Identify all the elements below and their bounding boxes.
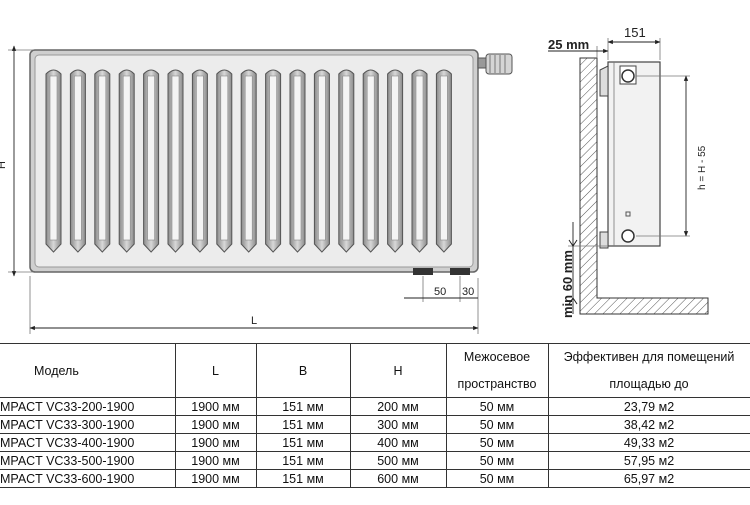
radiator-fin-inner <box>196 75 204 241</box>
radiator-fin-inner <box>342 75 351 241</box>
radiator-fin-inner <box>318 75 326 241</box>
bottom-connection-left <box>413 268 433 275</box>
cell-area: 57,95 м2 <box>547 451 750 470</box>
cell-depth: 151 мм <box>255 433 351 452</box>
cell-length: 1900 мм <box>174 433 257 452</box>
cell-length: 1900 мм <box>174 451 257 470</box>
wall-gap-label: 25 mm <box>548 37 589 52</box>
header-area-line1: Эффективен для помещений <box>547 343 750 370</box>
cell-model: MPACT VC33-200-1900 <box>0 397 176 416</box>
technical-drawing: H L 50 30 151 25 mm <box>0 25 709 334</box>
cell-area: 65,97 м2 <box>547 469 750 488</box>
top-pipe-icon <box>621 69 635 83</box>
table-row: MPACT VC33-500-1900 1900 мм 151 мм 500 м… <box>0 451 750 470</box>
header-model: Модель <box>0 343 176 398</box>
cell-center: 50 мм <box>445 397 549 416</box>
bottom-connection-right <box>450 268 470 275</box>
thermostat-valve-icon <box>477 53 513 75</box>
radiator-fin-inner <box>293 75 302 241</box>
radiator-fin-inner <box>220 75 229 241</box>
cell-center: 50 мм <box>445 415 549 434</box>
header-length: L <box>174 343 257 398</box>
radiator-fin-inner <box>122 75 131 241</box>
cell-depth: 151 мм <box>255 451 351 470</box>
radiator-fin-inner <box>269 75 277 241</box>
cell-depth: 151 мм <box>255 415 351 434</box>
radiator-fin-inner <box>440 75 448 241</box>
radiator-front-view: H L 50 30 <box>0 45 513 334</box>
radiator-fin-inner <box>391 75 399 241</box>
cell-area: 49,33 м2 <box>547 433 750 452</box>
radiator-fin-inner <box>171 75 180 241</box>
table-row: MPACT VC33-600-1900 1900 мм 151 мм 600 м… <box>0 469 750 488</box>
radiator-fin-inner <box>366 75 375 241</box>
cell-height: 400 мм <box>349 433 447 452</box>
wall-bracket <box>599 65 609 97</box>
radiator-fin-inner <box>98 75 107 241</box>
dim-50-label: 50 <box>434 286 446 298</box>
floor-gap-label: min 60 mm <box>560 250 575 318</box>
height-label: H <box>0 161 8 169</box>
cell-depth: 151 мм <box>255 397 351 416</box>
cell-model: MPACT VC33-300-1900 <box>0 415 176 434</box>
cell-length: 1900 мм <box>174 415 257 434</box>
radiator-fin-inner <box>244 75 253 241</box>
cell-model: MPACT VC33-500-1900 <box>0 451 176 470</box>
cell-area: 38,42 м2 <box>547 415 750 434</box>
table-row: MPACT VC33-200-1900 1900 мм 151 мм 200 м… <box>0 397 750 416</box>
cell-center: 50 мм <box>445 433 549 452</box>
cell-length: 1900 мм <box>174 469 257 488</box>
depth-label: 151 <box>624 25 646 40</box>
header-center-line2: пространство <box>446 370 549 398</box>
header-height: H <box>349 343 447 398</box>
cell-center: 50 мм <box>445 469 549 488</box>
cell-model: MPACT VC33-400-1900 <box>0 433 176 452</box>
header-depth: B <box>255 343 351 398</box>
center-distance-label: h = H - 55 <box>697 145 708 190</box>
dim-30-label: 30 <box>462 286 474 298</box>
cell-height: 300 мм <box>349 415 447 434</box>
cell-model: MPACT VC33-600-1900 <box>0 469 176 488</box>
radiator-fin-inner <box>147 75 155 241</box>
cell-height: 600 мм <box>349 469 447 488</box>
specs-table: Модель L B H Межосевое Эффективен для по… <box>0 343 750 488</box>
radiator-side-body <box>607 61 661 247</box>
cell-height: 200 мм <box>349 397 447 416</box>
cell-height: 500 мм <box>349 451 447 470</box>
radiator-fin-inner <box>415 75 424 241</box>
cell-depth: 151 мм <box>255 469 351 488</box>
radiator-fins <box>45 69 452 253</box>
cell-center: 50 мм <box>445 451 549 470</box>
header-center-line1: Межосевое <box>445 343 549 370</box>
bottom-pipe-icon <box>621 229 635 243</box>
cell-length: 1900 мм <box>174 397 257 416</box>
radiator-side-view: 151 25 mm h = H - 55 min 60 mm <box>548 25 709 318</box>
radiator-fin-inner <box>49 75 58 241</box>
header-area-line2: площадью до <box>547 370 750 398</box>
length-label: L <box>251 315 257 327</box>
cell-area: 23,79 м2 <box>547 397 750 416</box>
table-row: MPACT VC33-300-1900 1900 мм 151 мм 300 м… <box>0 415 750 434</box>
table-row: MPACT VC33-400-1900 1900 мм 151 мм 400 м… <box>0 433 750 452</box>
radiator-fin-inner <box>74 75 82 241</box>
